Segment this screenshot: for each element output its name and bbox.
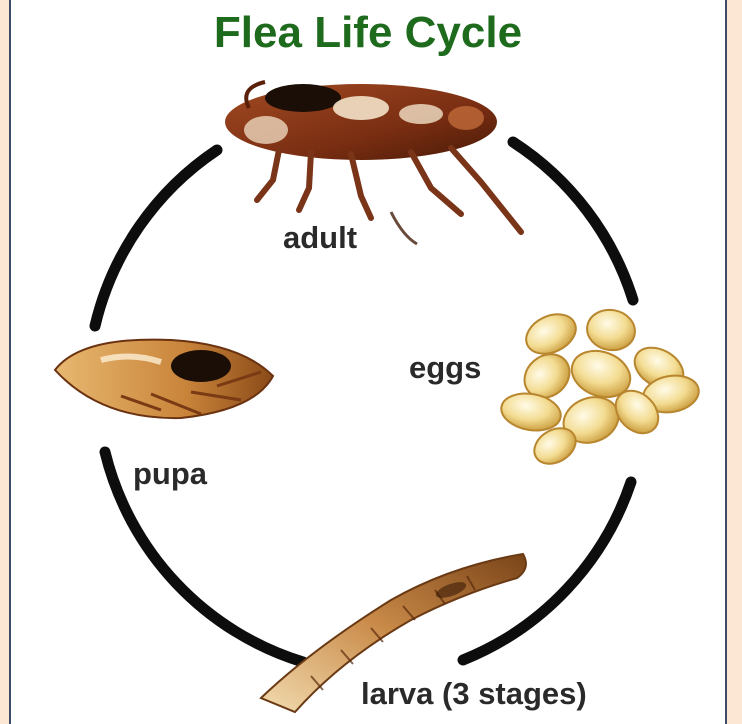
life-cycle-artwork (11, 0, 727, 724)
pupa-illustration (55, 340, 273, 418)
stage-label-pupa: pupa (133, 456, 207, 492)
arc-pupa-to-adult (95, 150, 217, 326)
eggs-illustration (498, 306, 701, 471)
stage-label-adult: adult (283, 220, 357, 256)
stage-label-larva: larva (3 stages) (361, 676, 587, 712)
diagram-frame: Flea Life Cycle (9, 0, 727, 724)
stage-label-eggs: eggs (409, 350, 481, 386)
arc-adult-to-eggs (513, 142, 633, 300)
adult-flea-illustration (225, 82, 521, 244)
